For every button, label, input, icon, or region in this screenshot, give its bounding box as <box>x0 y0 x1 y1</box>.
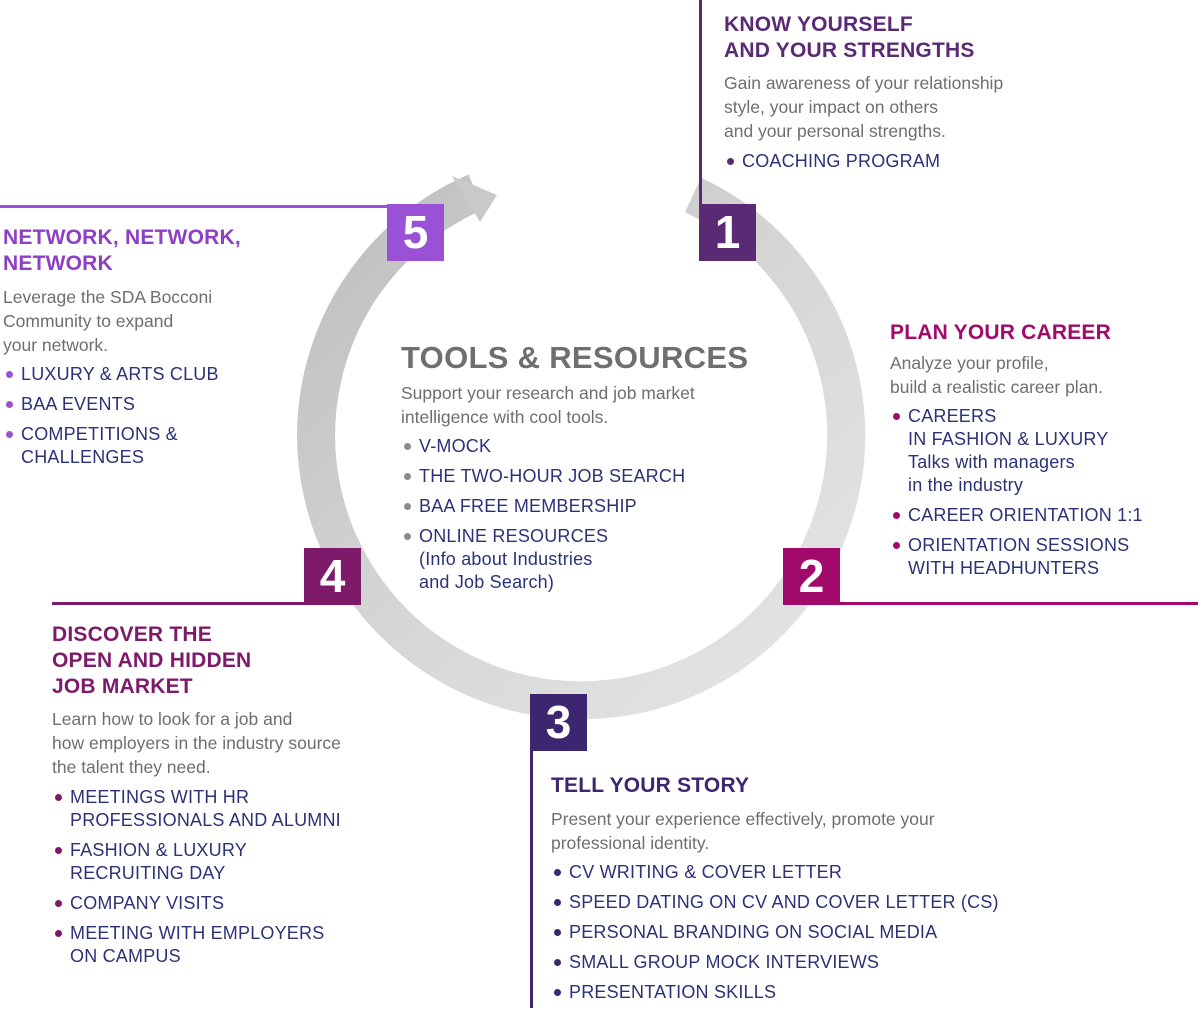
bullet-icon <box>554 989 561 996</box>
list-item-label: COMPETITIONS & CHALLENGES <box>21 424 178 467</box>
list-item: V-MOCK <box>401 435 685 458</box>
bullet-icon <box>404 473 411 480</box>
step-2-list: CAREERS IN FASHION & LUXURY Talks with m… <box>890 405 1143 587</box>
step-5-description: Leverage the SDA Bocconi Community to ex… <box>3 287 213 355</box>
list-item-label: COMPANY VISITS <box>70 893 225 913</box>
tools-description: Support your research and job market int… <box>401 383 695 427</box>
step-2-title: PLAN YOUR CAREER <box>890 321 1112 344</box>
bullet-icon <box>55 847 62 854</box>
step-4-list: MEETINGS WITH HR PROFESSIONALS AND ALUMN… <box>52 786 341 975</box>
step-3-list: CV WRITING & COVER LETTER SPEED DATING O… <box>551 861 999 1011</box>
list-item: COMPANY VISITS <box>52 892 341 915</box>
step-2-connector-line <box>840 602 1198 605</box>
bullet-icon <box>893 512 900 519</box>
list-item-label: SPEED DATING ON CV AND COVER LETTER (CS) <box>569 892 999 912</box>
list-item-label: BAA EVENTS <box>21 394 136 414</box>
list-item-label: COACHING PROGRAM <box>742 151 941 171</box>
step-4-number-badge: 4 <box>304 548 361 605</box>
list-item: COACHING PROGRAM <box>724 150 940 173</box>
step-1-list: COACHING PROGRAM <box>724 150 940 180</box>
bullet-icon <box>404 443 411 450</box>
list-item-label: PERSONAL BRANDING ON SOCIAL MEDIA <box>569 922 938 942</box>
list-item: BAA EVENTS <box>3 393 219 416</box>
list-item: PRESENTATION SKILLS <box>551 981 999 1004</box>
bullet-icon <box>55 900 62 907</box>
list-item: PERSONAL BRANDING ON SOCIAL MEDIA <box>551 921 999 944</box>
step-5-connector-line <box>0 205 388 208</box>
step-1-number-badge: 1 <box>699 204 756 261</box>
step-2-number-badge: 2 <box>783 548 840 605</box>
step-1-connector-line <box>699 0 702 205</box>
step-1-title: KNOW YOURSELF AND YOUR STRENGTHS <box>724 13 975 62</box>
list-item-label: BAA FREE MEMBERSHIP <box>419 496 637 516</box>
list-item: ORIENTATION SESSIONS WITH HEADHUNTERS <box>890 534 1143 580</box>
step-3-number-badge: 3 <box>530 694 587 751</box>
step-4-title: DISCOVER THE OPEN AND HIDDEN JOB MARKET <box>52 623 252 698</box>
list-item: CV WRITING & COVER LETTER <box>551 861 999 884</box>
list-item-label: FASHION & LUXURY RECRUITING DAY <box>70 840 247 883</box>
list-item-label: CAREERS IN FASHION & LUXURY Talks with m… <box>908 406 1109 495</box>
bullet-icon <box>893 542 900 549</box>
list-item-label: SMALL GROUP MOCK INTERVIEWS <box>569 952 880 972</box>
list-item: THE TWO-HOUR JOB SEARCH <box>401 465 685 488</box>
list-item-label: MEETINGS WITH HR PROFESSIONALS AND ALUMN… <box>70 787 341 830</box>
list-item: BAA FREE MEMBERSHIP <box>401 495 685 518</box>
list-item: MEETINGS WITH HR PROFESSIONALS AND ALUMN… <box>52 786 341 832</box>
list-item-label: ONLINE RESOURCES (Info about Industries … <box>419 526 609 592</box>
bullet-icon <box>554 899 561 906</box>
bullet-icon <box>6 431 13 438</box>
cycle-arrow-head <box>452 176 497 222</box>
list-item-label: PRESENTATION SKILLS <box>569 982 777 1002</box>
step-2-description: Analyze your profile, build a realistic … <box>890 353 1104 397</box>
bullet-icon <box>893 413 900 420</box>
bullet-icon <box>404 533 411 540</box>
step-4-description: Learn how to look for a job and how empl… <box>52 709 341 777</box>
bullet-icon <box>554 959 561 966</box>
list-item: SMALL GROUP MOCK INTERVIEWS <box>551 951 999 974</box>
step-1-description: Gain awareness of your relationship styl… <box>724 73 1004 141</box>
step-3-title: TELL YOUR STORY <box>551 774 750 797</box>
list-item: ONLINE RESOURCES (Info about Industries … <box>401 525 685 594</box>
bullet-icon <box>6 371 13 378</box>
tools-list: V-MOCK THE TWO-HOUR JOB SEARCH BAA FREE … <box>401 435 685 601</box>
bullet-icon <box>6 401 13 408</box>
list-item: SPEED DATING ON CV AND COVER LETTER (CS) <box>551 891 999 914</box>
list-item: FASHION & LUXURY RECRUITING DAY <box>52 839 341 885</box>
step-5-list: LUXURY & ARTS CLUB BAA EVENTS COMPETITIO… <box>3 363 219 476</box>
bullet-icon <box>55 794 62 801</box>
list-item-label: LUXURY & ARTS CLUB <box>21 364 219 384</box>
tools-title: TOOLS & RESOURCES <box>401 340 749 375</box>
list-item-label: CAREER ORIENTATION 1:1 <box>908 505 1143 525</box>
step-3-description: Present your experience effectively, pro… <box>551 809 935 853</box>
list-item-label: MEETING WITH EMPLOYERS ON CAMPUS <box>70 923 325 966</box>
bullet-icon <box>554 869 561 876</box>
list-item: CAREER ORIENTATION 1:1 <box>890 504 1143 527</box>
step-3-connector-line <box>530 750 533 1008</box>
list-item: LUXURY & ARTS CLUB <box>3 363 219 386</box>
list-item-label: THE TWO-HOUR JOB SEARCH <box>419 466 686 486</box>
list-item-label: ORIENTATION SESSIONS WITH HEADHUNTERS <box>908 535 1130 578</box>
list-item: COMPETITIONS & CHALLENGES <box>3 423 219 469</box>
step-4-connector-line <box>52 602 306 605</box>
list-item: CAREERS IN FASHION & LUXURY Talks with m… <box>890 405 1143 497</box>
step-5-number-badge: 5 <box>387 204 444 261</box>
bullet-icon <box>727 158 734 165</box>
step-5-title: NETWORK, NETWORK, NETWORK <box>3 226 241 275</box>
bullet-icon <box>404 503 411 510</box>
bullet-icon <box>55 930 62 937</box>
list-item-label: V-MOCK <box>419 436 492 456</box>
list-item-label: CV WRITING & COVER LETTER <box>569 862 843 882</box>
bullet-icon <box>554 929 561 936</box>
list-item: MEETING WITH EMPLOYERS ON CAMPUS <box>52 922 341 968</box>
